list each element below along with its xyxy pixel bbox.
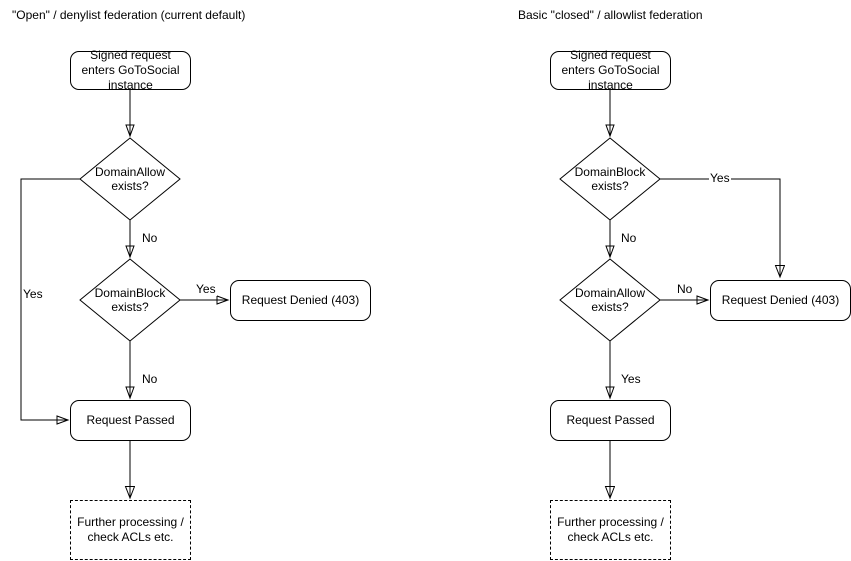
left-decision2-diamond [79, 258, 181, 342]
left-chart-title: "Open" / denylist federation (current de… [12, 8, 246, 22]
right-decision2-no-edge-label: No [676, 282, 694, 296]
left-decision1-yes-edge-label: Yes [22, 287, 44, 301]
right-decision1-diamond [559, 137, 661, 221]
right-decision1-no-edge-label: No [620, 231, 638, 245]
left-further-processing-node: Further processing / check ACLs etc. [70, 500, 191, 560]
right-decision2-yes-edge-label: Yes [620, 372, 642, 386]
left-decision2-label: DomainBlock exists? [94, 286, 166, 314]
right-decision2-label: DomainAllow exists? [574, 286, 646, 314]
left-passed-node: Request Passed [70, 400, 191, 441]
right-decision1-label: DomainBlock exists? [574, 165, 646, 193]
left-decision2-no-edge-label: No [141, 372, 159, 386]
right-further-processing-node: Further processing / check ACLs etc. [550, 500, 671, 560]
left-decision1-diamond [79, 137, 181, 221]
right-chart-title: Basic "closed" / allowlist federation [518, 8, 703, 22]
left-decision2-yes-edge-label: Yes [195, 282, 217, 296]
edge-right-decision1-yes-to-denied [660, 178, 780, 277]
right-start-node: Signed request enters GoToSocial instanc… [550, 48, 671, 92]
left-decision1-no-edge-label: No [141, 231, 159, 245]
right-passed-node: Request Passed [550, 400, 671, 441]
left-start-node: Signed request enters GoToSocial instanc… [70, 48, 191, 92]
left-denied-node: Request Denied (403) [230, 280, 371, 321]
left-decision1-label: DomainAllow exists? [94, 165, 166, 193]
right-decision2-diamond [559, 258, 661, 342]
edge-left-decision1-yes-to-passed [20, 178, 80, 425]
right-denied-node: Request Denied (403) [710, 280, 851, 321]
right-decision1-yes-edge-label: Yes [709, 171, 731, 185]
